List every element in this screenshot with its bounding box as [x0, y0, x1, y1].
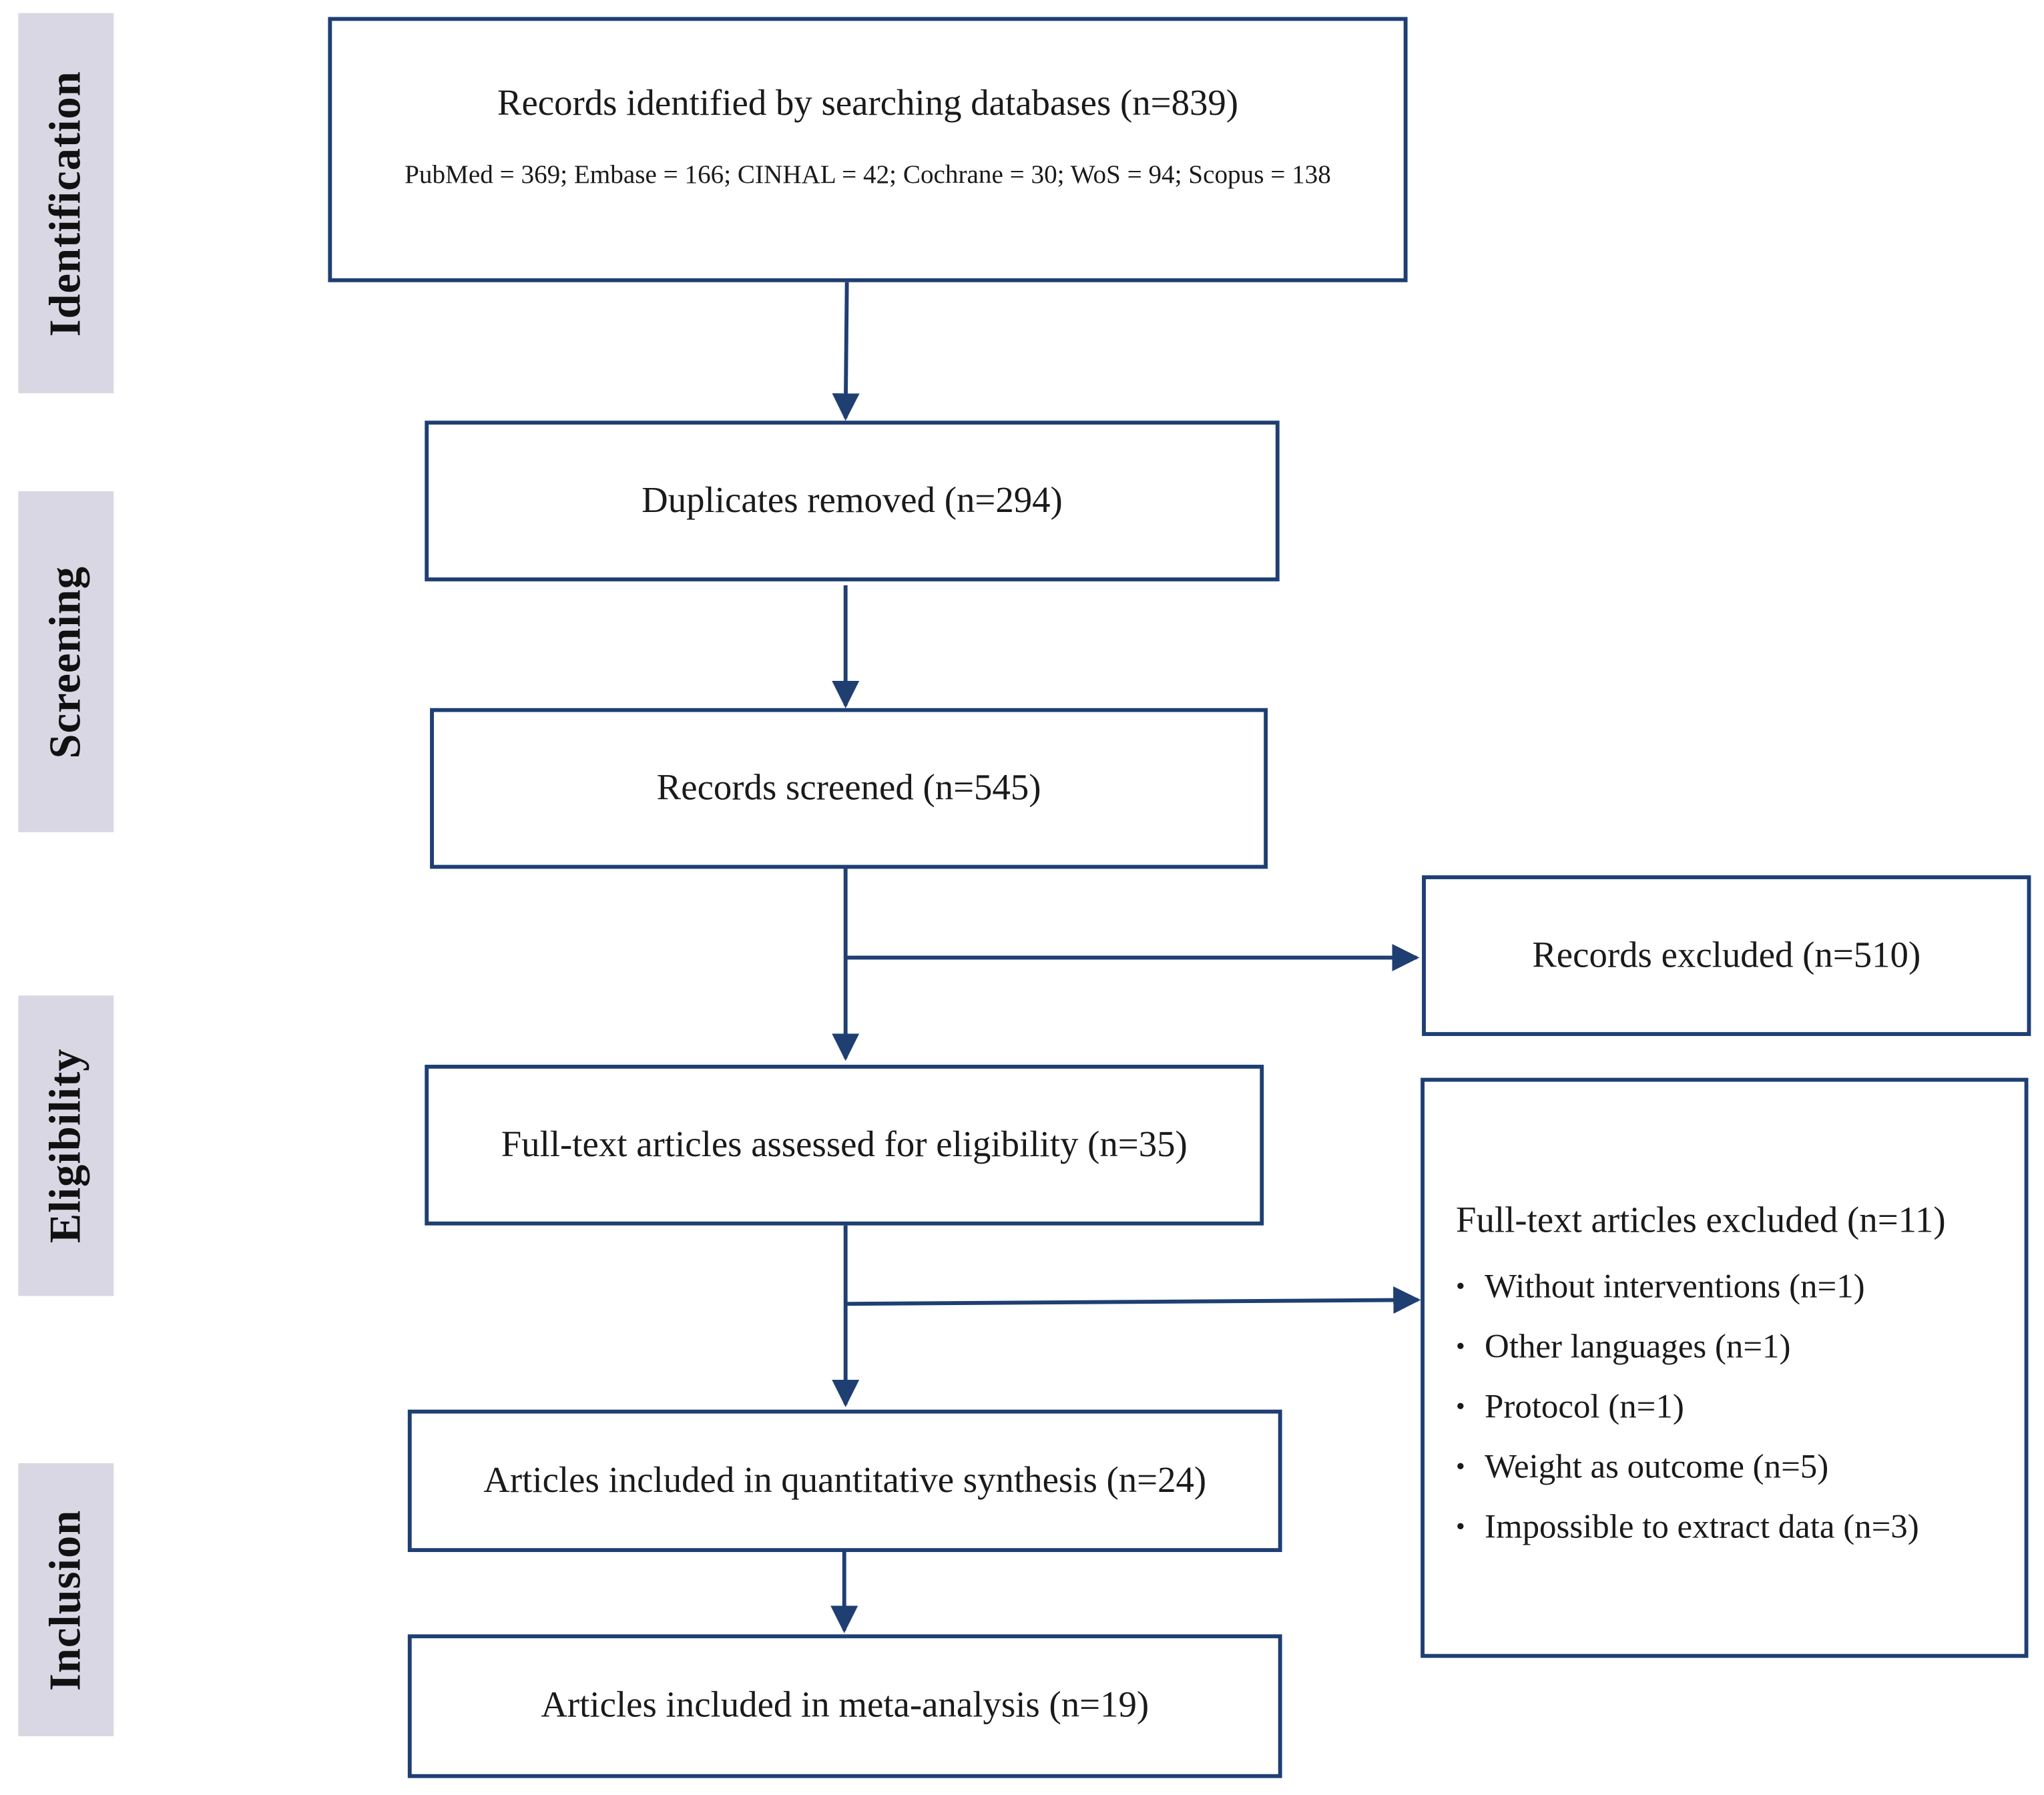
records-excluded-label: Records excluded (n=510) [1532, 935, 1921, 976]
meta-analysis-box: Articles included in meta-analysis (n=19… [407, 1634, 1282, 1778]
exclusion-reasons-list: Without interventions (n=1) Other langua… [1456, 1256, 1919, 1557]
quantitative-synthesis-label: Articles included in quantitative synthe… [483, 1460, 1207, 1501]
records-screened-label: Records screened (n=545) [656, 768, 1041, 808]
records-screened-box: Records screened (n=545) [430, 708, 1268, 869]
phase-screening: Screening [18, 491, 114, 832]
phase-inclusion: Inclusion [18, 1463, 114, 1736]
arrow-to-fulltext-excluded [845, 1286, 1421, 1314]
database-breakdown: PubMed = 369; Embase = 166; CINHAL = 42;… [405, 161, 1331, 190]
records-excluded-box: Records excluded (n=510) [1422, 875, 2031, 1036]
phase-eligibility: Eligibility [18, 995, 114, 1296]
fulltext-excluded-title: Full-text articles excluded (n=11) [1455, 1200, 1946, 1242]
duplicates-removed-box: Duplicates removed (n=294) [425, 421, 1280, 581]
quantitative-synthesis-box: Articles included in quantitative synthe… [407, 1409, 1282, 1553]
fulltext-excluded-box: Full-text articles excluded (n=11) Witho… [1421, 1077, 2029, 1658]
exclusion-reason: Other languages (n=1) [1456, 1316, 1919, 1376]
records-identified-box: Records identified by searching database… [328, 17, 1408, 282]
phase-identification: Identification [18, 13, 114, 394]
duplicates-removed-label: Duplicates removed (n=294) [642, 480, 1063, 521]
records-identified-title: Records identified by searching database… [497, 83, 1239, 124]
exclusion-reason: Impossible to extract data (n=3) [1456, 1497, 1919, 1557]
fulltext-assessed-label: Full-text articles assessed for eligibil… [501, 1124, 1188, 1166]
meta-analysis-label: Articles included in meta-analysis (n=19… [541, 1686, 1149, 1726]
exclusion-reason: Protocol (n=1) [1456, 1376, 1919, 1437]
fulltext-assessed-box: Full-text articles assessed for eligibil… [425, 1065, 1264, 1226]
exclusion-reason: Without interventions (n=1) [1456, 1256, 1919, 1316]
exclusion-reason: Weight as outcome (n=5) [1456, 1437, 1919, 1497]
arrow-identified-to-duplicates [832, 282, 860, 421]
